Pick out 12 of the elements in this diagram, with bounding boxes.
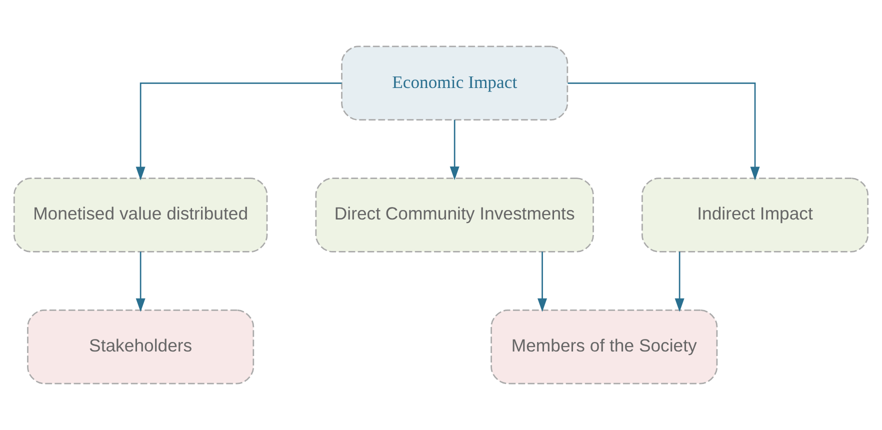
node-box: Direct Community Investments [315, 178, 594, 252]
arrow [136, 82, 342, 180]
arrow [136, 252, 146, 312]
node-box: Monetised value distributed [13, 178, 268, 252]
arrow [450, 120, 460, 180]
node-box: Members of the Society [490, 309, 718, 384]
arrow [538, 252, 548, 312]
arrow [674, 252, 684, 312]
node-box: Economic Impact [341, 46, 568, 121]
node-box: Indirect Impact [642, 178, 869, 252]
node-box: Stakeholders [27, 309, 254, 384]
arrow [568, 82, 760, 180]
